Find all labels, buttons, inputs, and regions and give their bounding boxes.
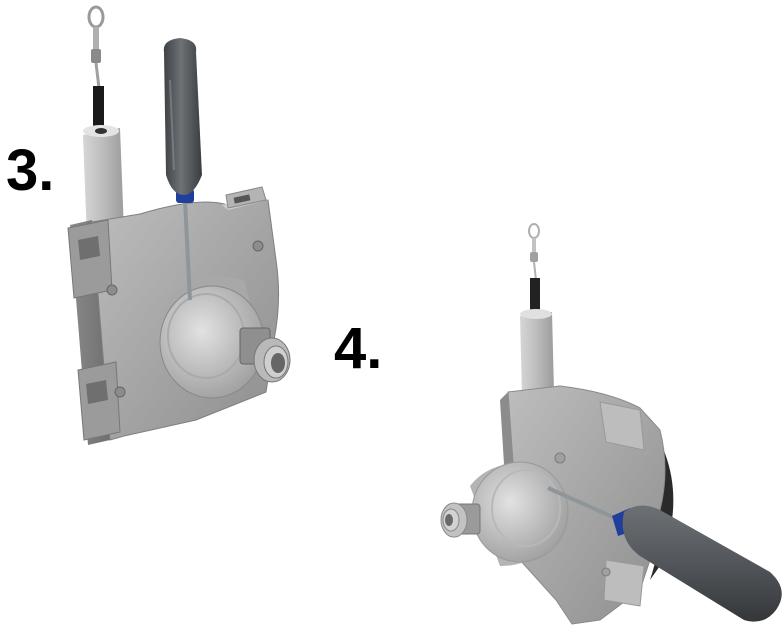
step-3-sensor	[67, 5, 291, 445]
step-4-encoder	[440, 461, 569, 566]
step-4-cable	[528, 223, 540, 312]
step-3-label: 3.	[6, 138, 55, 203]
step-3-encoder	[159, 276, 291, 399]
step-3-guide-tube	[83, 125, 124, 240]
step-4-sensor	[440, 223, 782, 625]
step-4-label: 4.	[334, 316, 383, 381]
step-4-screwdriver	[547, 486, 782, 622]
step-4-guide-tube	[520, 309, 554, 396]
step-3-screwdriver	[163, 38, 202, 301]
step-3-cable	[87, 5, 105, 130]
